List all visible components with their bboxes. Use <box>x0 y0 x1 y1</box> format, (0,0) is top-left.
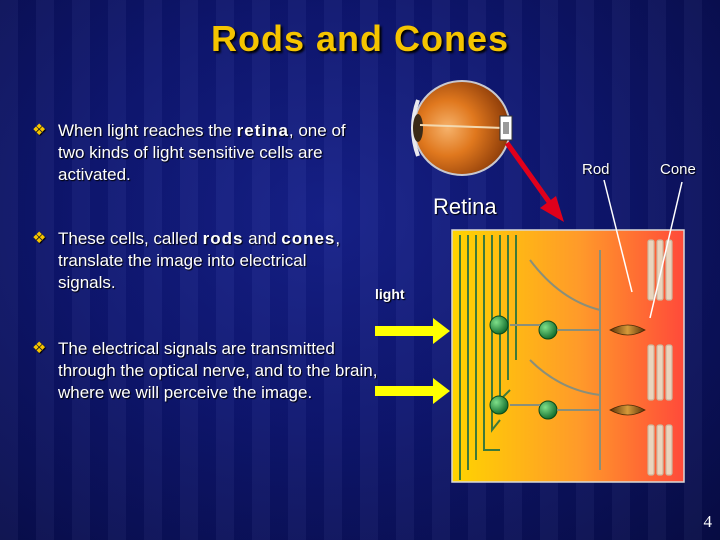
retina-label: Retina <box>433 194 497 219</box>
bullet-1-post: , one of two kinds of light sensitive ce… <box>58 121 346 184</box>
light-arrow-lower <box>375 378 450 404</box>
bullet-retina: ❖ When light reaches the retina, one of … <box>32 120 358 186</box>
light-label: light <box>375 286 405 302</box>
retina-cell-panel <box>451 229 685 483</box>
bullet-2-bold-rods: rods <box>202 229 244 248</box>
rod-pointer-line <box>603 179 633 293</box>
bullet-3-text: The electrical signals are transmitted t… <box>58 339 378 402</box>
bullet-1-pre: When light reaches the <box>58 121 237 140</box>
page-number: 4 <box>703 512 713 531</box>
rod-label: Rod <box>582 161 610 178</box>
light-arrow-upper <box>375 318 450 344</box>
bullet-signals: ❖ The electrical signals are transmitted… <box>32 338 378 404</box>
bullet-rods-cones: ❖ These cells, called rods and cones, tr… <box>32 228 358 294</box>
bullet-2-post: , translate the image into electrical si… <box>58 229 341 292</box>
eyeball-illustration <box>411 80 513 176</box>
bullet-2-bold-cones: cones <box>281 229 336 248</box>
cone-pointer-line <box>649 181 683 319</box>
bullet-2-pre: These cells, called <box>58 229 203 248</box>
diamond-bullet-icon: ❖ <box>32 230 47 247</box>
diamond-bullet-icon: ❖ <box>32 122 47 139</box>
slide-title: Rods and Cones <box>210 18 510 59</box>
bullet-2-mid: and <box>243 229 282 248</box>
bullet-1-bold: retina <box>236 121 289 140</box>
diamond-bullet-icon: ❖ <box>32 340 47 357</box>
cone-label: Cone <box>660 161 696 178</box>
retina-pointer-arrow <box>504 141 564 222</box>
